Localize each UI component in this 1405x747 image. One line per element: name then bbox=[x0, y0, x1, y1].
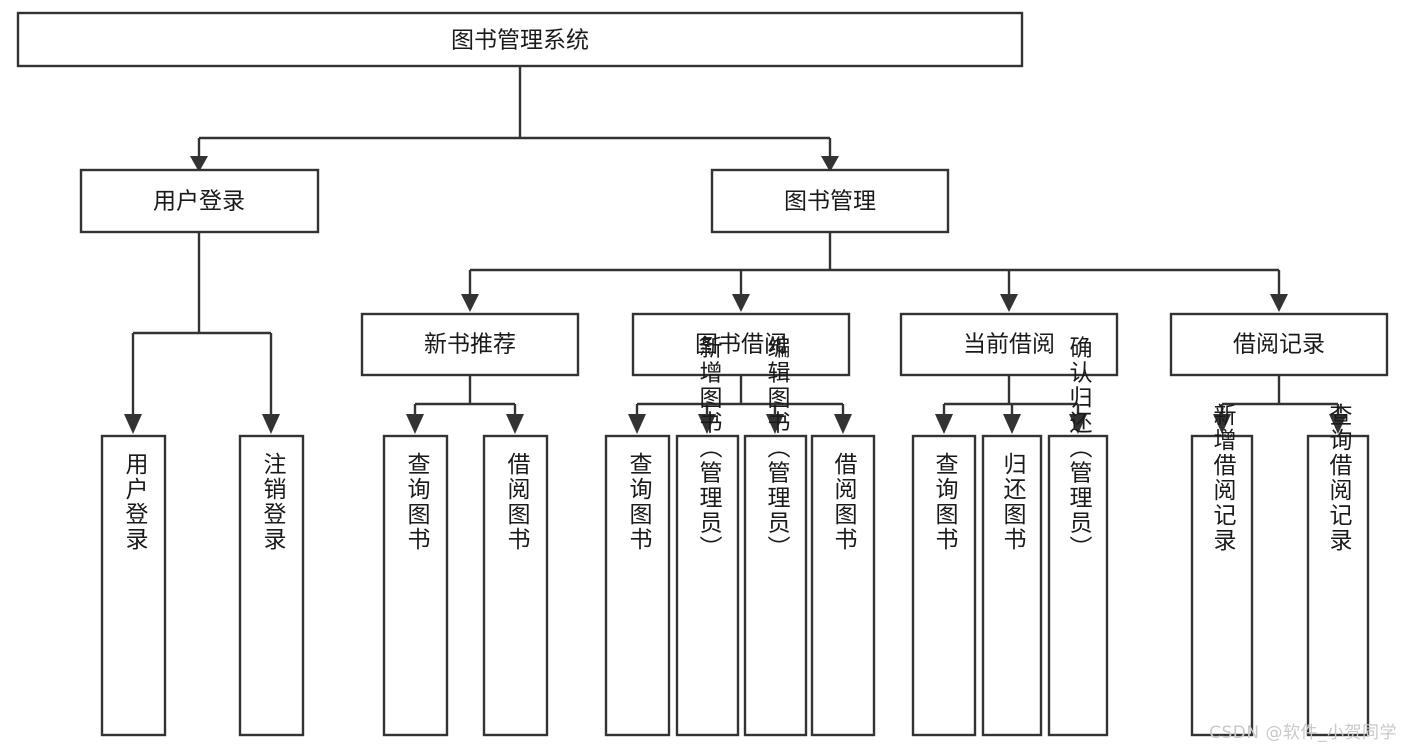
node-label-leaf-4: 借阅图书 bbox=[503, 452, 531, 552]
arrow-head-bookmgmt bbox=[821, 156, 839, 172]
node-bookmgmt[interactable]: 图书管理 bbox=[710, 168, 950, 234]
node-leaf-10[interactable]: 归还图书 bbox=[981, 434, 1043, 737]
arrow-head-leaf-13 bbox=[1329, 414, 1347, 434]
arrow-head-leaf-9 bbox=[935, 414, 953, 434]
edge-group-login bbox=[124, 232, 280, 434]
arrow-head-current bbox=[1000, 294, 1018, 312]
arrow-head-login bbox=[190, 156, 208, 172]
node-leaf-5[interactable]: 查询图书 bbox=[604, 434, 671, 737]
node-box-borrow[interactable] bbox=[631, 312, 851, 377]
arrow-head-leaf-6 bbox=[698, 414, 716, 434]
node-box-leaf-1[interactable] bbox=[100, 434, 167, 737]
node-leaf-8[interactable]: 借阅图书 bbox=[810, 434, 876, 737]
edge-group-newbook bbox=[406, 375, 524, 434]
arrow-head-leaf-5 bbox=[628, 414, 646, 434]
node-label-leaf-8: 借阅图书 bbox=[830, 452, 858, 552]
node-label-current: 当前借阅 bbox=[963, 332, 1055, 358]
edge-newbook-trunk bbox=[413, 375, 517, 418]
node-label-leaf-11: 确认归还（管理员） bbox=[1065, 336, 1093, 561]
node-label-leaf-10: 归还图书 bbox=[999, 452, 1027, 552]
node-box-leaf-12[interactable] bbox=[1190, 434, 1254, 737]
node-leaf-12[interactable]: 新增借阅记录 bbox=[1190, 403, 1254, 737]
edge-records-trunk bbox=[1220, 375, 1340, 418]
edge-borrow-trunk bbox=[635, 375, 845, 418]
node-login[interactable]: 用户登录 bbox=[79, 168, 320, 234]
node-box-records[interactable] bbox=[1169, 312, 1389, 377]
edge-group-root bbox=[190, 66, 839, 172]
node-label-bookmgmt: 图书管理 bbox=[784, 189, 876, 215]
node-current[interactable]: 当前借阅 bbox=[899, 312, 1119, 377]
edge-login-trunk bbox=[131, 232, 273, 418]
node-label-records: 借阅记录 bbox=[1233, 332, 1325, 358]
node-leaf-9[interactable]: 查询图书 bbox=[911, 434, 977, 737]
edge-bookmgmt-trunk bbox=[468, 232, 1281, 296]
node-label-leaf-12: 新增借阅记录 bbox=[1209, 403, 1237, 553]
arrow-head-leaf-4 bbox=[506, 414, 524, 434]
arrow-head-newbook bbox=[461, 294, 479, 312]
arrow-head-leaf-8 bbox=[834, 414, 852, 434]
node-leaf-7[interactable]: 编辑图书（管理员） bbox=[743, 336, 808, 737]
node-label-leaf-5: 查询图书 bbox=[625, 452, 653, 552]
node-label-borrow: 图书借阅 bbox=[695, 332, 787, 358]
edge-root-trunk bbox=[197, 66, 832, 158]
edge-group-current bbox=[935, 375, 1087, 434]
edge-current-trunk bbox=[942, 375, 1080, 418]
node-box-leaf-7[interactable] bbox=[743, 434, 808, 737]
arrow-head-leaf-7 bbox=[766, 414, 784, 434]
arrow-head-leaf-1 bbox=[124, 414, 142, 434]
node-label-leaf-1: 用户登录 bbox=[121, 452, 149, 552]
arrow-head-leaf-2 bbox=[262, 414, 280, 434]
node-box-leaf-2[interactable] bbox=[238, 434, 305, 737]
node-box-current[interactable] bbox=[899, 312, 1119, 377]
node-root[interactable]: 图书管理系统 bbox=[16, 11, 1024, 68]
arrow-head-leaf-10 bbox=[1003, 414, 1021, 434]
node-label-leaf-3: 查询图书 bbox=[403, 452, 431, 552]
node-leaf-4[interactable]: 借阅图书 bbox=[482, 434, 549, 737]
node-borrow[interactable]: 图书借阅 bbox=[631, 312, 851, 377]
node-box-leaf-6[interactable] bbox=[675, 434, 740, 737]
arrow-head-leaf-11 bbox=[1069, 414, 1087, 434]
node-box-leaf-3[interactable] bbox=[382, 434, 449, 737]
node-box-leaf-5[interactable] bbox=[604, 434, 671, 737]
node-label-leaf-6: 新增图书（管理员） bbox=[695, 336, 723, 561]
arrow-head-leaf-3 bbox=[406, 414, 424, 434]
arrow-head-borrow bbox=[732, 294, 750, 312]
node-label-login: 用户登录 bbox=[153, 189, 245, 215]
node-label-root: 图书管理系统 bbox=[451, 28, 589, 54]
node-records[interactable]: 借阅记录 bbox=[1169, 312, 1389, 377]
node-box-newbook[interactable] bbox=[360, 312, 580, 377]
node-box-leaf-10[interactable] bbox=[981, 434, 1043, 737]
node-label-newbook: 新书推荐 bbox=[424, 332, 516, 358]
node-label-leaf-13: 查询借阅记录 bbox=[1325, 403, 1353, 553]
node-box-leaf-11[interactable] bbox=[1047, 434, 1109, 737]
node-box-leaf-9[interactable] bbox=[911, 434, 977, 737]
node-label-leaf-9: 查询图书 bbox=[931, 452, 959, 552]
edge-group-bookmgmt bbox=[461, 232, 1288, 312]
node-box-leaf-4[interactable] bbox=[482, 434, 549, 737]
node-box-leaf-13[interactable] bbox=[1306, 434, 1370, 737]
node-label-leaf-7: 编辑图书（管理员） bbox=[763, 336, 791, 561]
edge-group-records bbox=[1213, 375, 1347, 434]
node-leaf-11[interactable]: 确认归还（管理员） bbox=[1047, 336, 1109, 737]
node-box-leaf-8[interactable] bbox=[810, 434, 876, 737]
arrow-head-records bbox=[1270, 294, 1288, 312]
node-box-bookmgmt[interactable] bbox=[710, 168, 950, 234]
csdn-watermark: CSDN @软件_小贺同学 bbox=[1209, 723, 1397, 743]
node-leaf-6[interactable]: 新增图书（管理员） bbox=[675, 336, 740, 737]
node-box-login[interactable] bbox=[79, 168, 320, 234]
node-newbook[interactable]: 新书推荐 bbox=[360, 312, 580, 377]
edge-group-borrow bbox=[628, 375, 852, 434]
node-label-leaf-2: 注销登录 bbox=[259, 452, 287, 552]
node-leaf-2[interactable]: 注销登录 bbox=[238, 434, 305, 737]
node-leaf-1[interactable]: 用户登录 bbox=[100, 434, 167, 737]
node-box-root[interactable] bbox=[16, 11, 1024, 68]
arrow-head-leaf-12 bbox=[1213, 414, 1231, 434]
node-leaf-13[interactable]: 查询借阅记录 bbox=[1306, 403, 1370, 737]
node-leaf-3[interactable]: 查询图书 bbox=[382, 434, 449, 737]
